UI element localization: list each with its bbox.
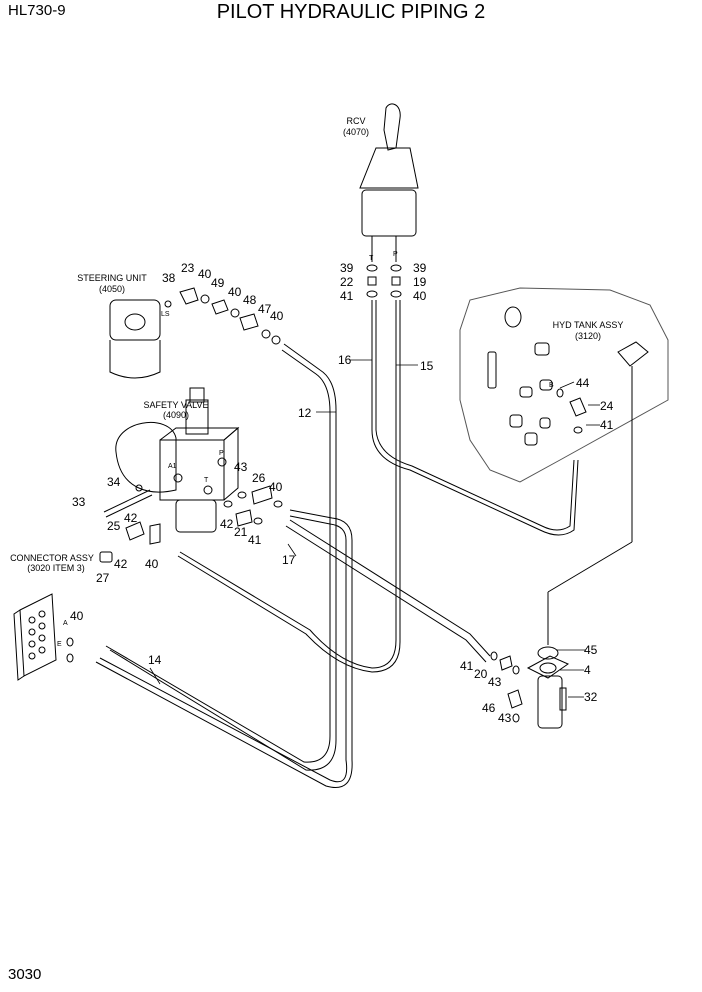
callout-47: 47: [258, 302, 272, 316]
connector-port-a: A: [63, 620, 68, 627]
leader-lines: [149, 359, 600, 698]
callout-19: 19: [413, 275, 427, 289]
hose-15: [177, 300, 401, 673]
callout-43: 43: [488, 675, 502, 689]
rcv-port-t: T: [369, 255, 374, 262]
part-callouts: 39 22 41 39 19 40 16 15 44 24 41 38 23 4…: [70, 261, 614, 725]
port-letters: LS A1 P T T P B A E: [57, 251, 554, 648]
port-t: T: [204, 477, 209, 484]
connector-assy-name: CONNECTOR ASSY: [10, 553, 94, 563]
callout-39: 39: [340, 261, 354, 275]
callout-43: 43: [498, 711, 512, 725]
steering-unit-code: (4050): [99, 284, 125, 294]
callout-4: 4: [584, 663, 591, 677]
callout-39: 39: [413, 261, 427, 275]
hose-12: [105, 343, 337, 771]
page-number: 3030: [8, 966, 42, 983]
callout-33: 33: [72, 495, 86, 509]
hose-16: [371, 300, 579, 536]
rcv-name: RCV: [346, 116, 365, 126]
hyd-tank-code: (3120): [575, 331, 601, 341]
callout-41: 41: [248, 533, 262, 547]
rcv-code: (4070): [343, 127, 369, 137]
callout-23: 23: [181, 261, 195, 275]
callout-27: 27: [96, 571, 110, 585]
callout-20: 20: [474, 667, 488, 681]
model-code: HL730-9: [8, 2, 66, 19]
callout-43: 43: [234, 460, 248, 474]
safety-valve-code: (4090): [163, 410, 189, 420]
hyd-tank-name: HYD TANK ASSY: [553, 320, 624, 330]
callout-49: 49: [211, 276, 225, 290]
safety-valve: [103, 387, 283, 545]
callout-34: 34: [107, 475, 121, 489]
connector-port-e: E: [57, 641, 62, 648]
rcv-port-p: P: [393, 251, 398, 258]
callout-38: 38: [162, 271, 176, 285]
component-labels: RCV (4070) STEERING UNIT (4050) SAFETY V…: [10, 116, 623, 573]
return-block: [490, 388, 587, 729]
hose-14: [95, 509, 353, 788]
callout-24: 24: [600, 399, 614, 413]
callout-15: 15: [420, 359, 434, 373]
callout-42: 42: [124, 511, 138, 525]
callout-26: 26: [252, 471, 266, 485]
callout-40: 40: [70, 609, 84, 623]
steering-unit-name: STEERING UNIT: [77, 273, 147, 283]
callout-42: 42: [220, 517, 234, 531]
callout-17: 17: [282, 553, 296, 567]
hyd-tank-assy: [459, 287, 669, 645]
connector-assy: [13, 551, 113, 681]
callout-41: 41: [340, 289, 354, 303]
port-a1: A1: [168, 463, 177, 470]
callout-25: 25: [107, 519, 121, 533]
callout-42: 42: [114, 557, 128, 571]
callout-46: 46: [482, 701, 496, 715]
callout-40: 40: [228, 285, 242, 299]
callout-45: 45: [584, 643, 598, 657]
hose-17: [285, 519, 491, 663]
callout-14: 14: [148, 653, 162, 667]
callout-40: 40: [413, 289, 427, 303]
callout-12: 12: [298, 406, 312, 420]
callout-32: 32: [584, 690, 598, 704]
connector-assy-code: (3020 ITEM 3): [27, 563, 85, 573]
callout-41: 41: [600, 418, 614, 432]
port-p: P: [219, 450, 224, 457]
callout-22: 22: [340, 275, 354, 289]
rcv-joystick: [359, 103, 419, 298]
callout-40: 40: [269, 480, 283, 494]
page-title: PILOT HYDRAULIC PIPING 2: [216, 1, 486, 23]
safety-valve-name: SAFETY VALVE: [143, 400, 208, 410]
callout-21: 21: [234, 525, 248, 539]
callout-44: 44: [576, 376, 590, 390]
tank-port-b: B: [549, 382, 554, 389]
callout-40: 40: [198, 267, 212, 281]
callout-41: 41: [460, 659, 474, 673]
callout-48: 48: [243, 293, 257, 307]
callout-40: 40: [270, 309, 284, 323]
port-ls: LS: [161, 311, 170, 318]
steering-unit: [109, 287, 281, 379]
callout-16: 16: [338, 353, 352, 367]
callout-40: 40: [145, 557, 159, 571]
